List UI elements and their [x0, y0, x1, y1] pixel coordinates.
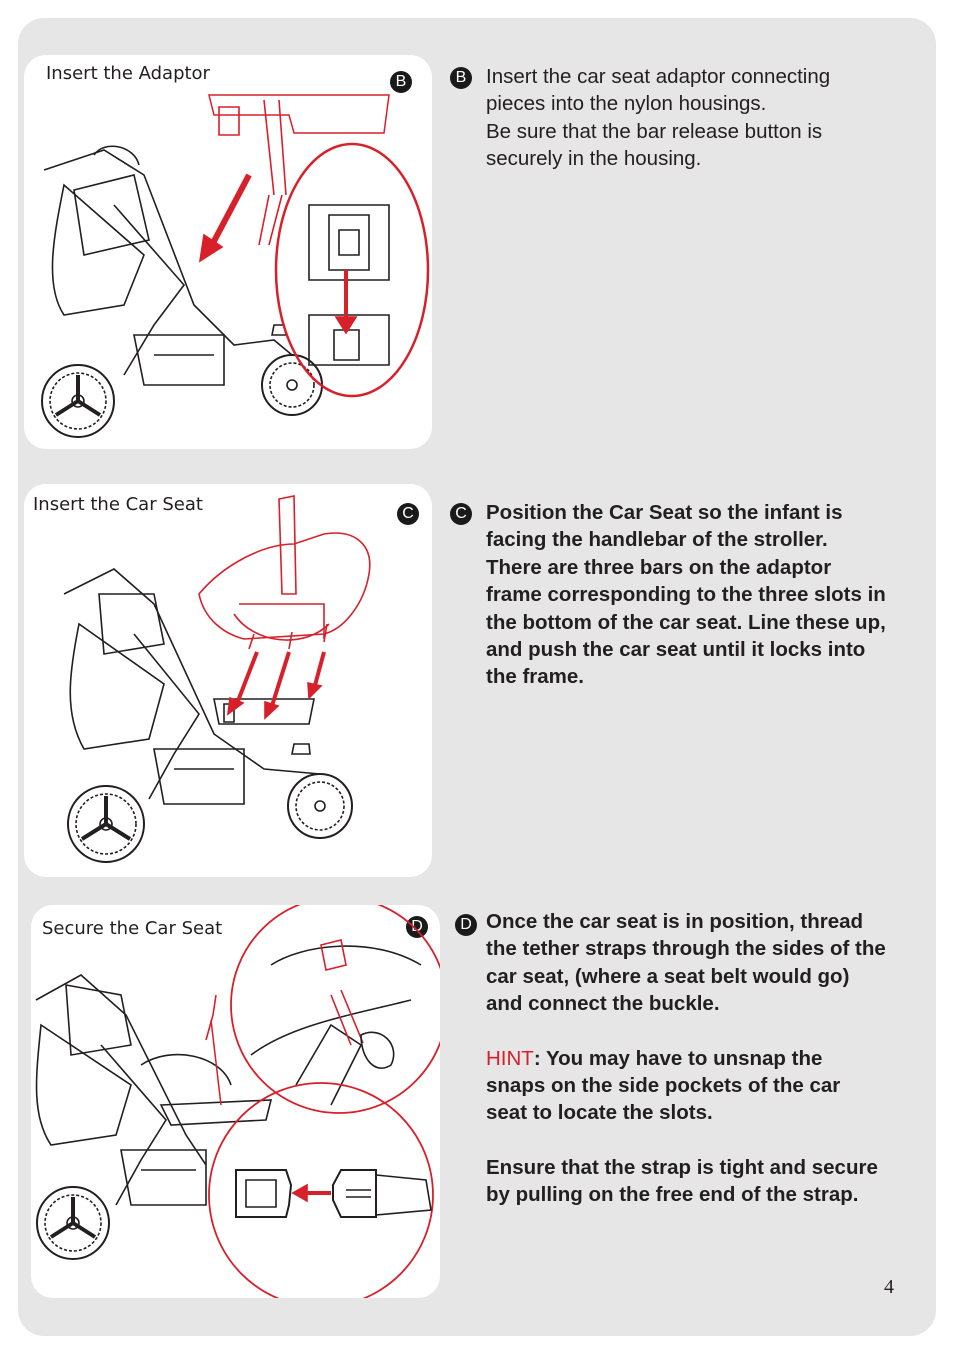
step-badge: D — [406, 916, 428, 938]
panel-title: Insert the Adaptor — [46, 63, 210, 84]
page-number: 4 — [884, 1276, 894, 1298]
step-d-text: Once the car seat is in position, thread… — [486, 908, 886, 1209]
detail-callout — [274, 142, 430, 398]
step-b-badge: B — [450, 67, 472, 89]
clip-detail-callout — [208, 1082, 434, 1298]
step-b-text-line-2: Be sure that the bar release button is s… — [486, 119, 823, 171]
step-d-badge: D — [455, 914, 477, 936]
panel-secure-car-seat: Secure the Car Seat D — [31, 905, 440, 1298]
panel-title: Insert the Car Seat — [33, 494, 203, 515]
step-c-badge: C — [450, 503, 472, 525]
front-wheel — [261, 354, 323, 416]
front-wheel — [287, 773, 353, 839]
stroller-car-seat-illustration — [63, 495, 371, 863]
buckle-detail-callout — [230, 905, 440, 1114]
step-b-text: Insert the car seat adaptor connecting p… — [486, 63, 886, 173]
hint-text: : You may have to unsnap the snaps on th… — [486, 1046, 841, 1125]
step-d-instruction: Once the car seat is in position, thread… — [486, 910, 886, 1016]
step-d-hint: HINT: You may have to unsnap the snaps o… — [486, 1045, 886, 1127]
stroller-tether-illustration — [35, 905, 440, 1298]
stroller-adaptor-illustration — [41, 94, 430, 438]
panel-title: Secure the Car Seat — [42, 918, 223, 939]
rear-wheel — [41, 364, 115, 438]
panel-insert-adaptor: Insert the Adaptor B — [24, 55, 432, 449]
step-b-text-line-1: Insert the car seat adaptor connecting p… — [486, 65, 831, 116]
hint-label: HINT — [486, 1046, 534, 1070]
rear-wheel — [36, 1186, 110, 1260]
rear-wheel — [67, 785, 145, 863]
step-badge: C — [397, 503, 419, 525]
panel-insert-car-seat: Insert the Car Seat C — [24, 484, 432, 877]
step-badge: B — [390, 71, 412, 93]
step-d-final: Ensure that the strap is tight and secur… — [486, 1155, 878, 1207]
step-c-text: Position the Car Seat so the infant is f… — [486, 501, 886, 689]
